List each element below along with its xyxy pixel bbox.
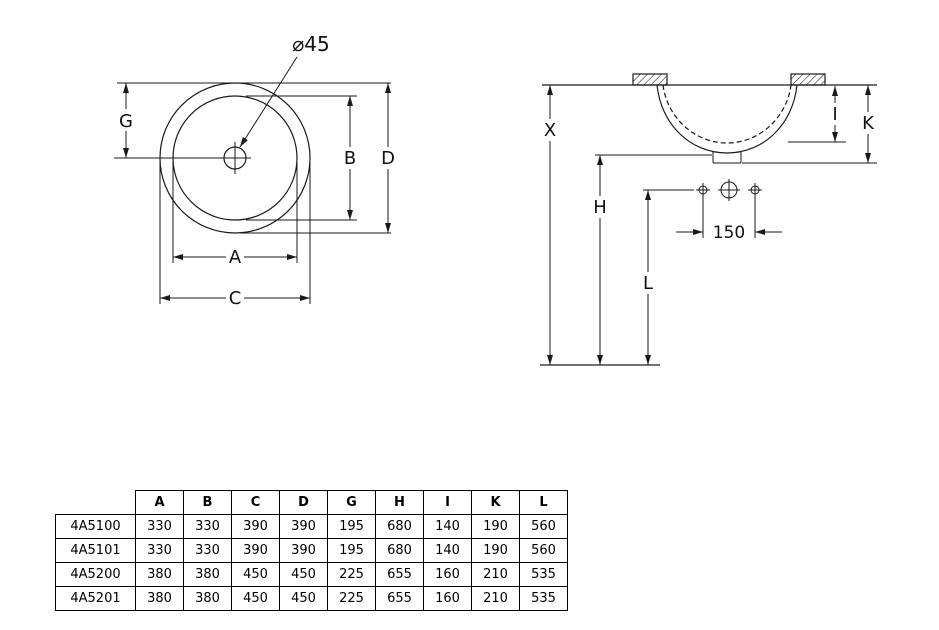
dim-label-d: D (381, 148, 395, 169)
value-cell: 535 (519, 562, 568, 587)
value-cell: 330 (183, 514, 232, 539)
model-number-cell: 4A5201 (55, 586, 136, 611)
value-cell: 225 (327, 586, 376, 611)
table-header-row: A B C D G H I K L (55, 490, 568, 515)
value-cell: 330 (135, 514, 184, 539)
dim-tap-spacing: 150 (676, 223, 782, 243)
dim-k: K (859, 85, 877, 163)
tap-holes (696, 179, 762, 201)
value-cell: 210 (471, 586, 520, 611)
basin-profile-inner-hidden (662, 84, 792, 144)
basin-profile-outer (656, 84, 798, 154)
value-cell: 190 (471, 538, 520, 563)
value-cell: 195 (327, 514, 376, 539)
dimension-table: A B C D G H I K L 4A5100 330 330 390 390… (55, 490, 568, 611)
value-cell: 225 (327, 562, 376, 587)
drain-stub (712, 151, 742, 164)
table-corner-cell (55, 490, 136, 515)
model-number-cell: 4A5200 (55, 562, 136, 587)
table-row-4a5200: 4A5200 380 380 450 450 225 655 160 210 5… (55, 562, 568, 587)
column-header-k: K (471, 490, 520, 515)
side-view-extension-lines (595, 141, 877, 238)
dim-label-a: A (229, 247, 242, 268)
model-number-cell: 4A5101 (55, 538, 136, 563)
column-header-c: C (231, 490, 280, 515)
dim-label-h: H (593, 197, 607, 218)
value-cell: 450 (279, 562, 328, 587)
value-cell: 535 (519, 586, 568, 611)
value-cell: 195 (327, 538, 376, 563)
value-cell: 390 (279, 514, 328, 539)
technical-drawing: G B D A (114, 32, 877, 366)
dim-label-i: I (832, 104, 837, 125)
drain-callout: ⌀45 (239, 32, 330, 148)
value-cell: 330 (183, 538, 232, 563)
value-cell: 190 (471, 514, 520, 539)
dim-i: I (827, 86, 843, 142)
drain-diameter-label: ⌀45 (292, 32, 330, 56)
value-cell: 210 (471, 562, 520, 587)
dim-label-b: B (344, 148, 356, 169)
value-cell: 560 (519, 538, 568, 563)
value-cell: 560 (519, 514, 568, 539)
column-header-h: H (375, 490, 424, 515)
value-cell: 380 (135, 562, 184, 587)
dim-label-c: C (229, 288, 242, 309)
countertop-hatch-left (632, 73, 668, 86)
dim-x: X (541, 85, 559, 365)
dim-h: H (591, 155, 609, 365)
dim-label-x: X (544, 120, 556, 141)
value-cell: 160 (423, 586, 472, 611)
value-cell: 380 (135, 586, 184, 611)
dim-a: A (173, 246, 297, 268)
value-cell: 380 (183, 562, 232, 587)
table-row-4a5100: 4A5100 330 330 390 390 195 680 140 190 5… (55, 514, 568, 539)
column-header-a: A (135, 490, 184, 515)
value-cell: 680 (375, 538, 424, 563)
top-view-extension-lines (114, 82, 391, 304)
side-view: X H L I (540, 73, 877, 366)
value-cell: 390 (231, 514, 280, 539)
dim-label-l: L (643, 273, 653, 294)
value-cell: 330 (135, 538, 184, 563)
value-cell: 140 (423, 538, 472, 563)
column-header-b: B (183, 490, 232, 515)
dim-d: D (379, 83, 397, 233)
dim-l: L (639, 190, 657, 365)
value-cell: 450 (279, 586, 328, 611)
column-header-i: I (423, 490, 472, 515)
value-cell: 390 (231, 538, 280, 563)
dim-label-g: G (119, 111, 133, 132)
value-cell: 655 (375, 586, 424, 611)
top-view: G B D A (114, 32, 397, 309)
dim-label-k: K (862, 113, 875, 134)
model-number-cell: 4A5100 (55, 514, 136, 539)
table-row-4a5101: 4A5101 330 330 390 390 195 680 140 190 5… (55, 538, 568, 563)
dim-c: C (160, 287, 310, 309)
dim-g: G (117, 83, 135, 158)
column-header-l: L (519, 490, 568, 515)
table-row-4a5201: 4A5201 380 380 450 450 225 655 160 210 5… (55, 586, 568, 611)
countertop-hatch-right (790, 73, 826, 86)
value-cell: 450 (231, 562, 280, 587)
dim-label-150: 150 (713, 223, 745, 243)
column-header-d: D (279, 490, 328, 515)
value-cell: 380 (183, 586, 232, 611)
value-cell: 140 (423, 514, 472, 539)
value-cell: 680 (375, 514, 424, 539)
value-cell: 655 (375, 562, 424, 587)
drain-crosshair (219, 142, 251, 174)
column-header-g: G (327, 490, 376, 515)
dim-b: B (341, 96, 359, 220)
value-cell: 390 (279, 538, 328, 563)
value-cell: 160 (423, 562, 472, 587)
value-cell: 450 (231, 586, 280, 611)
